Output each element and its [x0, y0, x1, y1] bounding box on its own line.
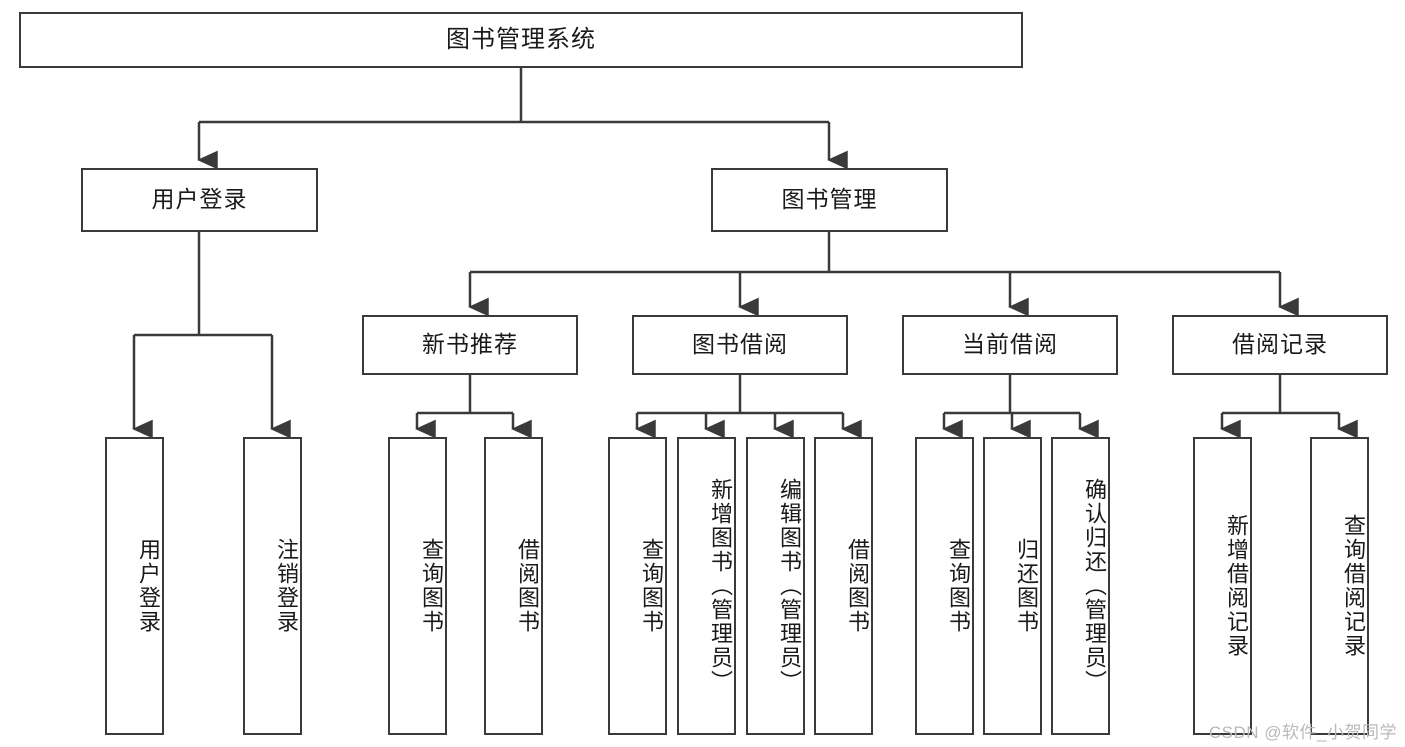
node-leaf-confirm-return-label: 确认归还（管理员）: [1082, 478, 1107, 694]
node-leaf-return-book[interactable]: 归还图书: [983, 437, 1042, 735]
node-leaf-borrow-book-1[interactable]: 借阅图书: [484, 437, 543, 735]
node-leaf-query-book-3[interactable]: 查询图书: [915, 437, 974, 735]
node-leaf-add-book[interactable]: 新增图书（管理员）: [677, 437, 736, 735]
node-borrow-record-label: 借阅记录: [1232, 331, 1328, 358]
node-leaf-user-login-label: 用户登录: [136, 538, 161, 634]
node-borrow-record[interactable]: 借阅记录: [1172, 315, 1388, 375]
node-book-manage-label: 图书管理: [781, 186, 878, 213]
node-book-borrow[interactable]: 图书借阅: [632, 315, 848, 375]
node-leaf-edit-book[interactable]: 编辑图书（管理员）: [746, 437, 805, 735]
node-user-login-label: 用户登录: [151, 186, 248, 213]
node-leaf-query-book-2[interactable]: 查询图书: [608, 437, 667, 735]
node-current-borrow[interactable]: 当前借阅: [902, 315, 1118, 375]
node-leaf-add-record-label: 新增借阅记录: [1224, 514, 1249, 658]
node-leaf-query-record-label: 查询借阅记录: [1341, 514, 1366, 658]
watermark: CSDN @软件_小贺同学: [1208, 723, 1397, 742]
node-leaf-query-book-2-label: 查询图书: [639, 538, 664, 634]
node-leaf-logout-label: 注销登录: [274, 538, 299, 634]
node-leaf-borrow-book-2[interactable]: 借阅图书: [814, 437, 873, 735]
node-leaf-query-book-1[interactable]: 查询图书: [388, 437, 447, 735]
node-user-login[interactable]: 用户登录: [81, 168, 318, 232]
node-leaf-user-login[interactable]: 用户登录: [105, 437, 164, 735]
node-leaf-query-book-3-label: 查询图书: [946, 538, 971, 634]
node-book-borrow-label: 图书借阅: [692, 331, 788, 358]
node-leaf-edit-book-label: 编辑图书（管理员）: [777, 478, 802, 694]
node-leaf-add-book-label: 新增图书（管理员）: [708, 478, 733, 694]
node-root[interactable]: 图书管理系统: [19, 12, 1023, 68]
node-leaf-logout[interactable]: 注销登录: [243, 437, 302, 735]
node-book-manage[interactable]: 图书管理: [711, 168, 948, 232]
node-current-borrow-label: 当前借阅: [962, 331, 1058, 358]
node-leaf-borrow-book-2-label: 借阅图书: [845, 538, 870, 634]
node-leaf-confirm-return[interactable]: 确认归还（管理员）: [1051, 437, 1110, 735]
node-leaf-add-record[interactable]: 新增借阅记录: [1193, 437, 1252, 735]
node-root-label: 图书管理系统: [446, 25, 596, 53]
node-new-book-recommend[interactable]: 新书推荐: [362, 315, 578, 375]
node-leaf-return-book-label: 归还图书: [1014, 538, 1039, 634]
node-leaf-query-book-1-label: 查询图书: [419, 538, 444, 634]
node-leaf-borrow-book-1-label: 借阅图书: [515, 538, 540, 634]
node-new-book-recommend-label: 新书推荐: [422, 331, 518, 358]
node-leaf-query-record[interactable]: 查询借阅记录: [1310, 437, 1369, 735]
